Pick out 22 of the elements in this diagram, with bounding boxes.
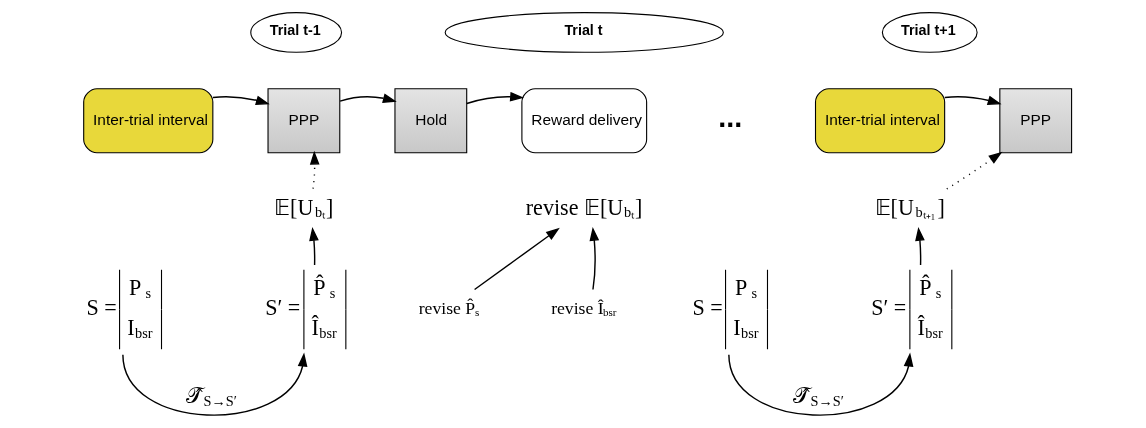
arrow <box>727 352 913 416</box>
arrow <box>473 227 560 291</box>
node-box: Reward delivery <box>520 88 647 154</box>
node-box: Hold <box>393 88 467 154</box>
arrow <box>589 226 599 291</box>
arrow <box>945 151 1002 190</box>
arrow <box>943 95 1002 106</box>
node-ellipse: Trial t-1 <box>249 12 342 53</box>
arrow <box>308 226 319 266</box>
node-box: PPP <box>998 88 1072 154</box>
arrow <box>338 93 397 103</box>
node-box: PPP <box>266 88 340 154</box>
node-ellipse: Trial t <box>444 12 724 53</box>
node-ellipse: Trial t+1 <box>881 12 978 53</box>
arrow <box>211 95 270 106</box>
arrow <box>121 352 307 416</box>
node-box: Inter-trial interval <box>82 88 213 154</box>
node-box: Inter-trial interval <box>814 88 945 154</box>
arrow <box>309 150 320 190</box>
arrow <box>465 91 524 105</box>
arrow <box>914 226 925 266</box>
label: ... <box>717 100 742 133</box>
